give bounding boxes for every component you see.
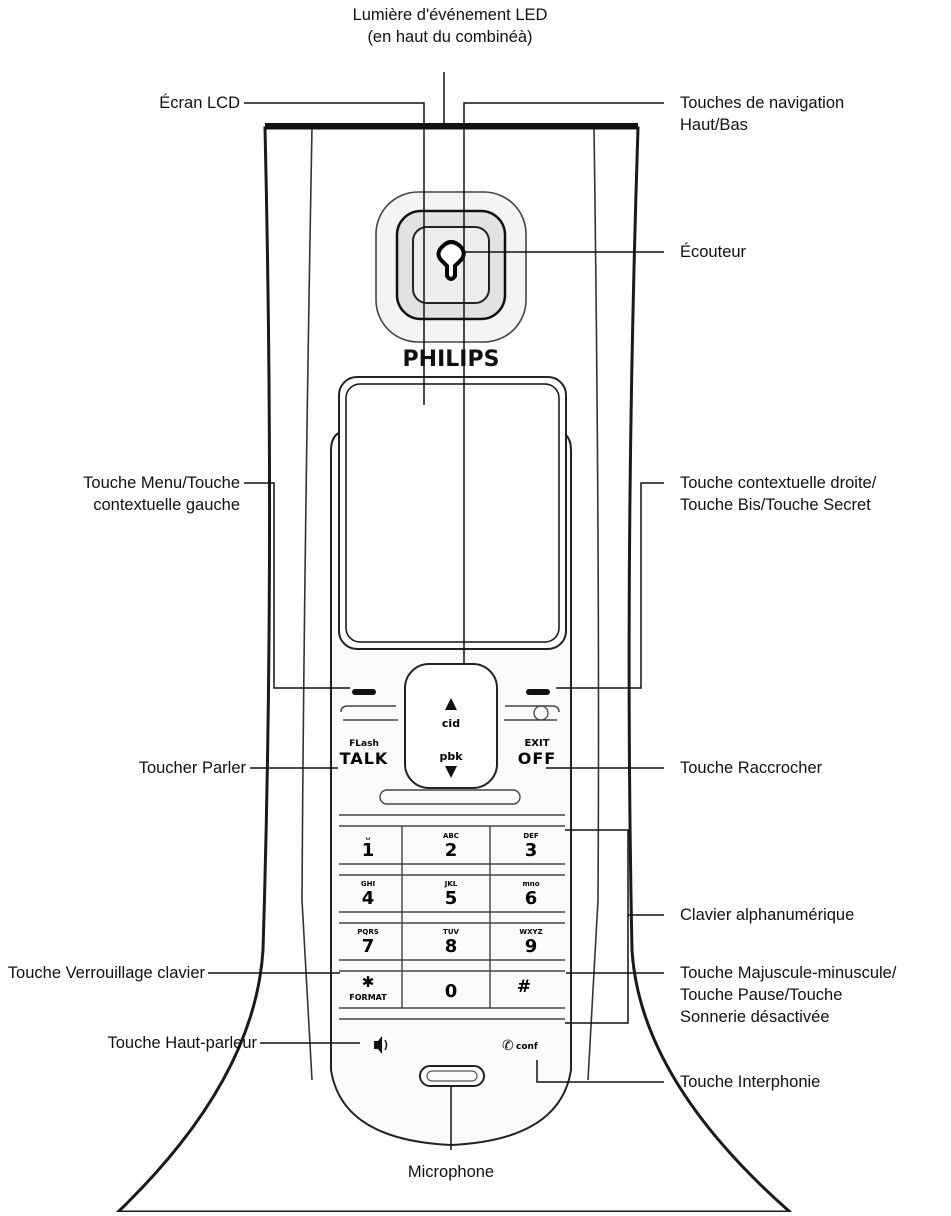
- label-menu: Touche Menu/Touche contextuelle gauche: [10, 472, 240, 516]
- label-right-soft-line-1: Touche contextuelle droite/: [680, 474, 877, 492]
- label-case-line-3: Sonnerie désactivée: [680, 1008, 830, 1026]
- key-4-digit: 4: [362, 888, 375, 909]
- microphone-slot: [419, 1065, 485, 1087]
- key-0: 0: [445, 981, 458, 1002]
- key-6-digit: 6: [525, 888, 538, 909]
- nav-up-arrow-icon: [445, 698, 457, 710]
- leader-lines: [208, 72, 664, 1150]
- key-9-letters: WXYZ: [519, 928, 542, 936]
- label-case: Touche Majuscule-minuscule/ Touche Pause…: [680, 962, 896, 1028]
- nav-down-arrow-icon: [445, 766, 457, 778]
- label-talk: Toucher Parler: [138, 759, 246, 777]
- keypad-ridges: [339, 789, 565, 1020]
- intercom-key-label: conf: [516, 1042, 538, 1052]
- key-2-letters: ABC: [443, 832, 459, 840]
- label-led-line-2: (en haut du combinéà): [367, 28, 533, 46]
- off-key-label: OFF: [518, 749, 556, 768]
- key-7-letters: PQRS: [357, 928, 379, 936]
- label-off: Touche Raccrocher: [680, 759, 823, 777]
- key-star: ✱: [362, 973, 375, 991]
- label-nav-line-1: Touches de navigation: [680, 94, 845, 112]
- keypad: ␣1ABC2DEF3GHI4JKL5mno6PQRS7TUV8WXYZ9✱FOR…: [349, 832, 542, 1002]
- label-case-line-2: Touche Pause/Touche: [680, 986, 843, 1004]
- key-1-letters: ␣: [365, 832, 370, 840]
- left-soft-key: [352, 689, 376, 695]
- label-led-line-1: Lumière d'événement LED: [352, 6, 548, 24]
- label-menu-line-1: Touche Menu/Touche: [83, 474, 240, 492]
- key-8-digit: 8: [445, 936, 458, 957]
- label-speaker: Touche Haut-parleur: [107, 1034, 258, 1052]
- key-7-digit: 7: [362, 936, 375, 957]
- label-keypad: Clavier alphanumérique: [680, 906, 855, 924]
- right-soft-key: [526, 689, 550, 695]
- key-1-digit: 1: [362, 840, 375, 861]
- label-case-line-1: Touche Majuscule-minuscule/: [680, 964, 897, 982]
- key-4-letters: GHI: [361, 880, 375, 888]
- intercom-key: ✆ conf: [502, 1038, 538, 1054]
- talk-key-top: FLash: [349, 739, 379, 749]
- key-3-digit: 3: [525, 840, 538, 861]
- nav-key-body: [404, 663, 498, 789]
- earpiece: [375, 191, 527, 343]
- key-8-letters: TUV: [443, 928, 459, 936]
- key-1[interactable]: ␣1: [362, 832, 375, 861]
- label-earpiece: Écouteur: [680, 243, 747, 261]
- key-9-digit: 9: [525, 936, 538, 957]
- off-key-top: EXIT: [524, 738, 549, 749]
- key-6-letters: mno: [522, 880, 539, 888]
- nav-up-label: cid: [442, 717, 460, 730]
- talk-key-label: TALK: [340, 749, 389, 768]
- speaker-key-icon: [374, 1036, 388, 1054]
- label-right-soft-line-2: Touche Bis/Touche Secret: [680, 496, 871, 514]
- brand-logo: PHILIPS: [403, 347, 500, 372]
- label-lock: Touche Verrouillage clavier: [7, 964, 205, 982]
- label-led: Lumière d'événement LED (en haut du comb…: [300, 4, 600, 48]
- key-3-letters: DEF: [523, 832, 539, 840]
- label-lcd: Écran LCD: [159, 94, 240, 112]
- handset-inner-contour: [301, 127, 600, 1081]
- key-hash: #: [517, 977, 531, 997]
- nav-down-label: pbk: [439, 750, 463, 763]
- label-right-soft: Touche contextuelle droite/ Touche Bis/T…: [680, 472, 876, 516]
- intercom-phone-icon: ✆: [502, 1038, 514, 1054]
- key-5-letters: JKL: [444, 880, 458, 888]
- label-intercom: Touche Interphonie: [680, 1073, 821, 1091]
- key-5-digit: 5: [445, 888, 458, 909]
- label-nav: Touches de navigation Haut/Bas: [680, 92, 844, 136]
- key-star-format: FORMAT: [349, 993, 387, 1002]
- label-menu-line-2: contextuelle gauche: [93, 496, 240, 514]
- key-2-digit: 2: [445, 840, 458, 861]
- lcd-screen: [345, 383, 560, 643]
- label-microphone: Microphone: [407, 1163, 495, 1181]
- label-nav-line-2: Haut/Bas: [680, 116, 748, 134]
